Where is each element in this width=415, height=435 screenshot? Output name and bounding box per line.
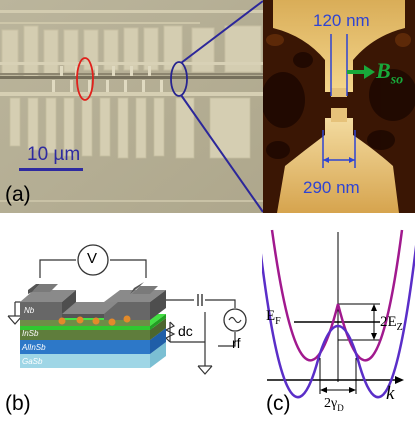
gap-width-label: 120 nm <box>313 11 370 30</box>
micrograph-image <box>0 0 263 213</box>
panel-b-label: (b) <box>5 392 31 415</box>
voltmeter-label: V <box>87 250 98 267</box>
spin-orbit-field-label: Bso <box>376 58 403 88</box>
afm-zoom-panel: 120 nm 290 nm Bso <box>263 0 415 213</box>
band-curve-2 <box>256 229 415 399</box>
afm-image <box>263 0 415 213</box>
zeeman-label-sub: Z <box>396 322 403 333</box>
fermi-label-main: E <box>266 308 276 324</box>
band-diagram-panel: EF 2EZ 2γD k (c) <box>256 222 415 430</box>
layer-label-nb: Nb <box>24 306 35 315</box>
scale-bar <box>19 168 83 171</box>
rf-label: rf <box>232 335 241 351</box>
micrograph-panel: 10 µm (a) <box>0 0 263 213</box>
gamma-label-sub: D <box>337 402 344 413</box>
layer-label-insb: InSb <box>22 329 39 338</box>
device-schematic-panel: Nb InSb AlInSb GaSb V dc rf (b) <box>0 222 262 430</box>
fermi-energy-label: EF <box>266 308 281 327</box>
dc-label: dc <box>178 323 193 339</box>
band-diagram <box>256 229 415 399</box>
device-schematic: Nb InSb AlInSb GaSb <box>7 244 247 375</box>
electrode-width-label: 290 nm <box>303 178 360 197</box>
gamma-label-main: 2γ <box>324 396 338 411</box>
field-label-sub: so <box>390 72 404 88</box>
scale-bar-label: 10 µm <box>27 144 81 165</box>
panel-a-label: (a) <box>5 183 31 206</box>
blue-ellipse-marker <box>170 61 188 97</box>
spin-orbit-shift-label: 2γD <box>324 396 344 413</box>
voltmeter-symbol <box>77 244 109 276</box>
zoom-connector-lines <box>180 0 264 213</box>
red-ellipse-marker <box>76 57 94 101</box>
layer-label-alinsb: AlInSb <box>21 343 46 352</box>
field-label-main: B <box>376 58 391 83</box>
fermi-label-sub: F <box>275 316 281 327</box>
zeeman-energy-label: 2EZ <box>380 314 403 333</box>
k-axis-label: k <box>386 383 395 404</box>
layer-label-gasb: GaSb <box>22 357 43 366</box>
band-curve-1 <box>270 229 404 362</box>
panel-c-label: (c) <box>266 392 291 415</box>
zeeman-label-main: 2E <box>380 314 397 330</box>
